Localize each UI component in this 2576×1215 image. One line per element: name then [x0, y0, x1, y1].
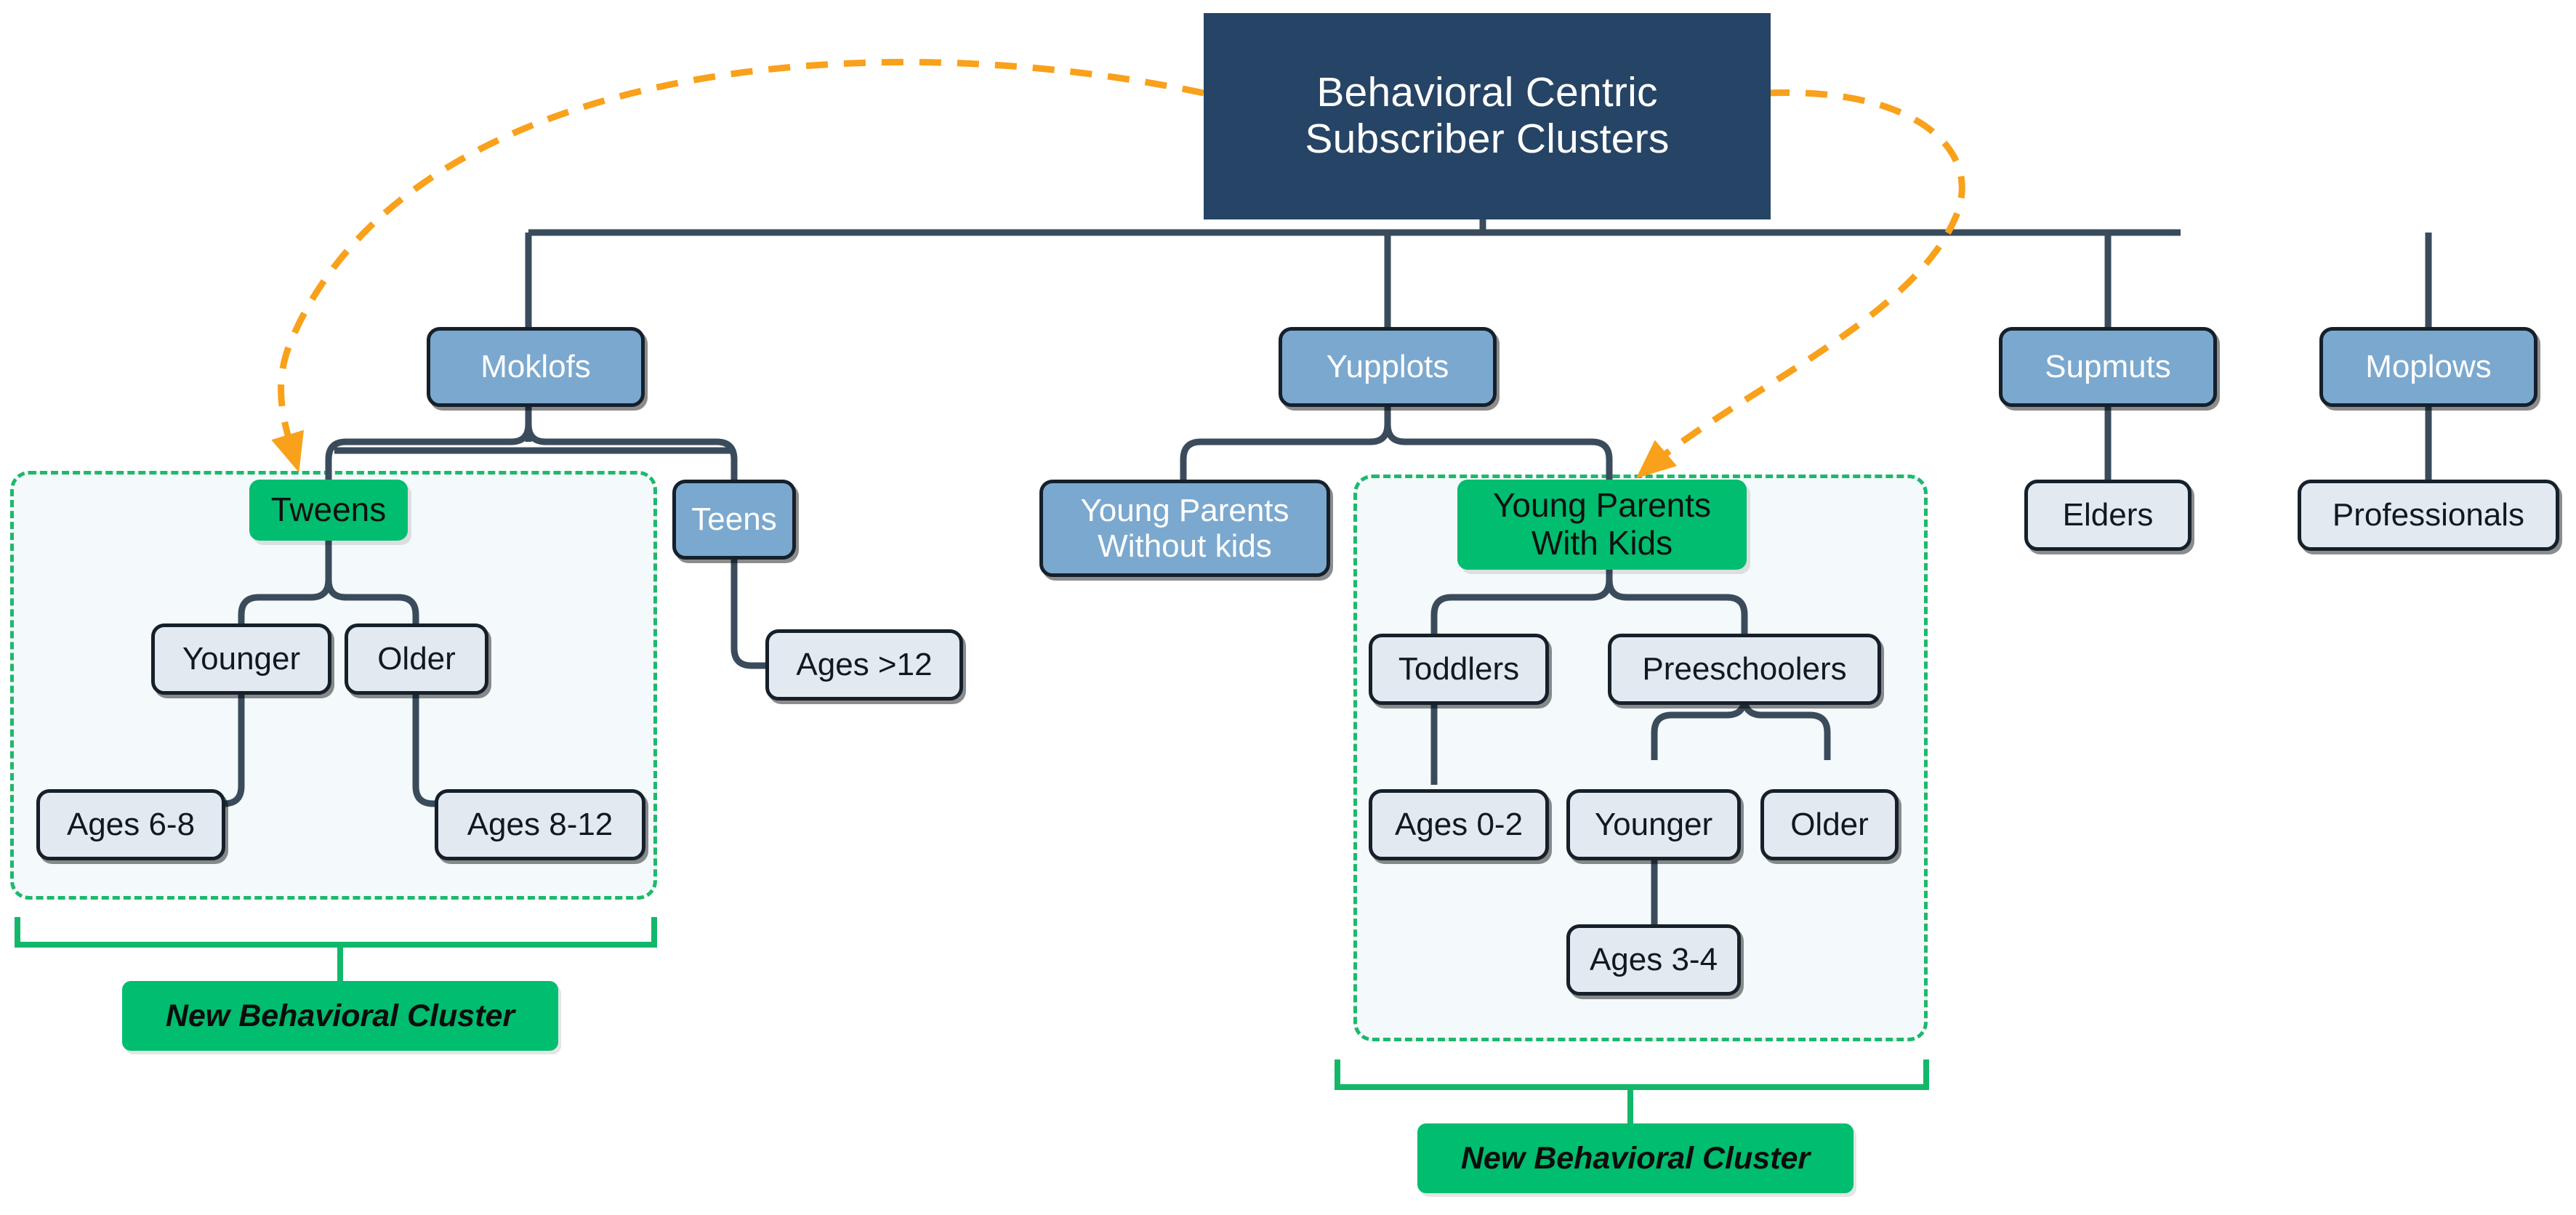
node-ages-3-4[interactable]: Ages 3-4 [1566, 924, 1741, 996]
node-elders[interactable]: Elders [2024, 480, 2191, 551]
node-tweens-younger[interactable]: Younger [151, 623, 331, 695]
node-yp-without-kids[interactable]: Young Parents Without kids [1039, 480, 1330, 577]
node-supmuts[interactable]: Supmuts [1999, 327, 2217, 407]
node-professionals[interactable]: Professionals [2298, 480, 2559, 551]
cluster-tag-left[interactable]: New Behavioral Cluster [122, 981, 558, 1051]
node-preeschoolers[interactable]: Preeschoolers [1608, 634, 1881, 705]
node-pre-older[interactable]: Older [1760, 789, 1899, 860]
node-ages-0-2[interactable]: Ages 0-2 [1369, 789, 1549, 860]
node-pre-younger[interactable]: Younger [1566, 789, 1741, 860]
node-yupplots[interactable]: Yupplots [1279, 327, 1497, 407]
node-toddlers[interactable]: Toddlers [1369, 634, 1549, 705]
cluster-tag-right[interactable]: New Behavioral Cluster [1417, 1123, 1853, 1193]
node-tweens-older[interactable]: Older [345, 623, 488, 695]
node-ages-6-8[interactable]: Ages 6-8 [36, 789, 225, 860]
node-tweens[interactable]: Tweens [249, 480, 408, 541]
node-ages-gt-12[interactable]: Ages >12 [765, 629, 963, 701]
node-ages-8-12[interactable]: Ages 8-12 [435, 789, 645, 860]
node-teens[interactable]: Teens [672, 480, 796, 560]
node-yp-with-kids[interactable]: Young Parents With Kids [1457, 480, 1747, 570]
node-moklofs[interactable]: Moklofs [427, 327, 645, 407]
root-node[interactable]: Behavioral Centric Subscriber Clusters [1204, 13, 1771, 219]
node-moplows[interactable]: Moplows [2319, 327, 2537, 407]
